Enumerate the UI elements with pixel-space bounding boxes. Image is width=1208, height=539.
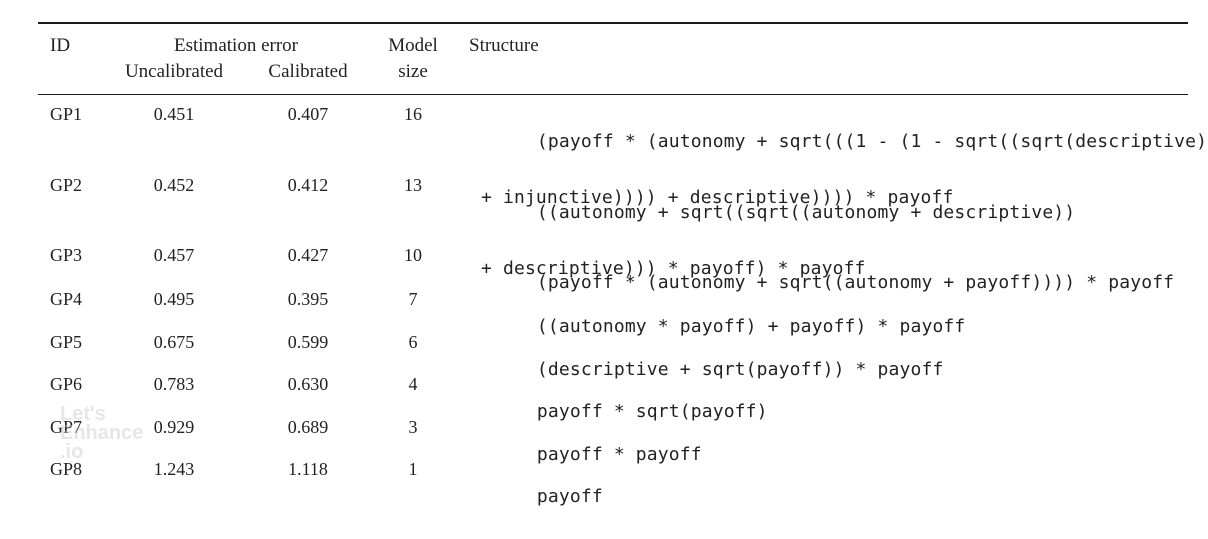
header-uncalibrated: Uncalibrated	[124, 61, 224, 82]
cell-calibrated: 0.689	[287, 417, 329, 437]
cell-calibrated: 0.395	[287, 289, 329, 309]
cell-id: GP1	[50, 104, 83, 124]
header-calibrated: Calibrated	[268, 61, 348, 82]
cell-model-size: 6	[408, 332, 418, 352]
cell-calibrated: 0.412	[287, 175, 329, 195]
cell-model-size: 7	[408, 289, 418, 309]
table-header-rule	[38, 94, 1188, 95]
cell-id: GP6	[50, 374, 83, 394]
cell-uncalibrated: 0.457	[153, 245, 195, 265]
cell-calibrated: 0.630	[287, 374, 329, 394]
cell-id: GP5	[50, 332, 83, 352]
cell-uncalibrated: 0.675	[153, 332, 195, 352]
cell-id: GP2	[50, 175, 83, 195]
cell-model-size: 1	[408, 459, 418, 479]
watermark-line-3: .io	[60, 441, 84, 463]
cell-model-size: 16	[404, 104, 422, 124]
cell-uncalibrated: 0.783	[153, 374, 195, 394]
structure-line-1: payoff	[536, 486, 603, 507]
structure-line-1: payoff * payoff	[536, 444, 702, 465]
cell-model-size: 4	[408, 374, 418, 394]
cell-uncalibrated: 0.929	[153, 417, 195, 437]
cell-id: GP7	[50, 417, 83, 437]
cell-uncalibrated: 0.452	[153, 175, 195, 195]
structure-line-1: ((autonomy + sqrt((sqrt((autonomy + desc…	[536, 202, 1076, 223]
cell-model-size: 13	[404, 175, 422, 195]
cell-id: GP3	[50, 245, 83, 265]
table-top-rule	[38, 22, 1188, 24]
watermark-line-1: Let's	[60, 403, 106, 425]
header-estimation-error: Estimation error	[174, 35, 298, 56]
cell-structure: (descriptive + sqrt(payoff)) * payoff	[471, 328, 943, 412]
structure-line-1: payoff * sqrt(payoff)	[536, 401, 768, 422]
structure-line-1: (payoff * (autonomy + sqrt((autonomy + p…	[536, 272, 1175, 293]
header-id: ID	[50, 35, 71, 56]
structure-line-1: ((autonomy * payoff) + payoff) * payoff	[536, 316, 966, 337]
cell-calibrated: 0.599	[287, 332, 329, 352]
cell-calibrated: 1.118	[288, 459, 328, 479]
structure-line-1: (descriptive + sqrt(payoff)) * payoff	[536, 359, 944, 380]
cell-structure: (payoff * (autonomy + sqrt((autonomy + p…	[471, 241, 1174, 325]
header-structure: Structure	[469, 35, 539, 56]
results-table: ID Estimation error Uncalibrated Calibra…	[38, 22, 1207, 507]
cell-model-size: 3	[408, 417, 418, 437]
cell-uncalibrated: 0.495	[153, 289, 195, 309]
cell-structure: payoff * sqrt(payoff)	[471, 370, 768, 454]
cell-uncalibrated: 0.451	[153, 104, 195, 124]
watermark-line-2: Enhance	[60, 422, 144, 444]
header-size: size	[398, 61, 428, 82]
cell-structure: ((autonomy + sqrt((sqrt((autonomy + desc…	[471, 171, 1075, 339]
cell-id: GP4	[50, 289, 83, 309]
structure-line-2: + injunctive)))) + descriptive)))) * pay…	[481, 187, 954, 208]
cell-structure: (payoff * (autonomy + sqrt(((1 - (1 - sq…	[471, 100, 1207, 268]
cell-structure: ((autonomy * payoff) + payoff) * payoff	[471, 285, 965, 369]
structure-line-2: + descriptive))) * payoff) * payoff	[481, 258, 866, 279]
cell-uncalibrated: 1.243	[153, 459, 195, 479]
structure-line-1: (payoff * (autonomy + sqrt(((1 - (1 - sq…	[536, 131, 1208, 152]
cell-structure: payoff * payoff	[471, 413, 702, 497]
cell-calibrated: 0.427	[287, 245, 329, 265]
cell-id: GP8	[50, 459, 83, 479]
cell-structure: payoff	[471, 455, 603, 539]
cell-calibrated: 0.407	[287, 104, 329, 124]
cell-model-size: 10	[404, 245, 422, 265]
watermark-logo: Let's Enhance .io	[60, 403, 144, 463]
header-model: Model	[388, 35, 438, 56]
